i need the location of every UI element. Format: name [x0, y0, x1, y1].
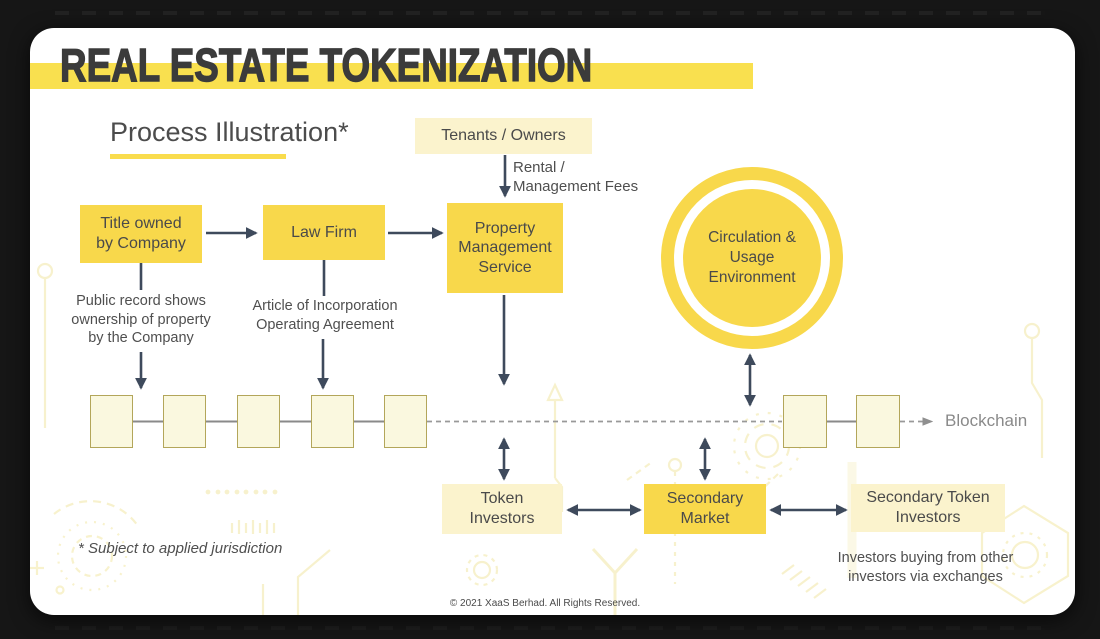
node-label: by Company [96, 235, 186, 252]
circulation-circle-inner: Circulation & Usage Environment [683, 189, 821, 327]
node-circulation-usage-environment: Circulation & Usage Environment [661, 167, 843, 349]
node-label: Circulation & [708, 228, 796, 246]
annotation-incorporation-agreement: Article of Incorporation Operating Agree… [252, 298, 398, 333]
blockchain-block [384, 395, 427, 448]
annotation-public-record: Public record shows ownership of propert… [71, 293, 211, 347]
node-label: Property [474, 219, 536, 237]
node-label: Investors [895, 509, 961, 526]
background-texture-line [55, 11, 1045, 15]
node-label: Investors [469, 510, 535, 527]
annotation-rental-management-fees: Rental / Management Fees [513, 159, 639, 196]
node-property-management-service: Property Management Service [447, 203, 563, 293]
subtitle-underline [110, 154, 286, 159]
node-label: Environment [708, 269, 796, 287]
node-label: Token [480, 490, 524, 508]
node-label: Title owned [100, 215, 182, 233]
node-label: Secondary Token [866, 489, 990, 507]
annotation-investors-buying: Investors buying from other investors vi… [837, 550, 1014, 585]
title-highlight-band [30, 63, 753, 89]
node-label: Law Firm [291, 223, 357, 241]
blockchain-block [163, 395, 206, 448]
page-title-text: REAL ESTATE TOKENIZATION [59, 38, 593, 91]
blockchain-block [237, 395, 280, 448]
node-label: Market [680, 510, 730, 527]
node-label: Service [478, 258, 532, 276]
blockchain-label: Blockchain [945, 411, 1028, 430]
blockchain-block [311, 395, 354, 448]
page-title: REAL ESTATE TOKENIZATION [59, 38, 725, 92]
node-label: Tenants / Owners [441, 127, 566, 145]
node-law-firm: Law Firm [263, 205, 385, 260]
node-secondary-token-investors: Secondary Token Investors [851, 484, 1005, 532]
node-tenants-owners: Tenants / Owners [415, 118, 592, 154]
blockchain-block [783, 395, 827, 448]
copyright-text: © 2021 XaaS Berhad. All Rights Reserved. [449, 598, 641, 609]
node-secondary-market: Secondary Market [644, 484, 766, 534]
node-title-owned-by-company: Title owned by Company [80, 205, 202, 263]
background-texture-line [55, 626, 1045, 630]
blockchain-block [856, 395, 900, 448]
blockchain-block [90, 395, 133, 448]
slide-card: REAL ESTATE TOKENIZATION Process Illustr… [30, 28, 1075, 615]
node-label: Usage [729, 248, 775, 266]
node-label: Management [458, 239, 552, 257]
subtitle: Process Illustration* [110, 117, 349, 147]
node-token-investors: Token Investors [442, 484, 562, 534]
node-label: Secondary [666, 490, 744, 508]
footnote-jurisdiction: * Subject to applied jurisdiction [78, 540, 283, 557]
